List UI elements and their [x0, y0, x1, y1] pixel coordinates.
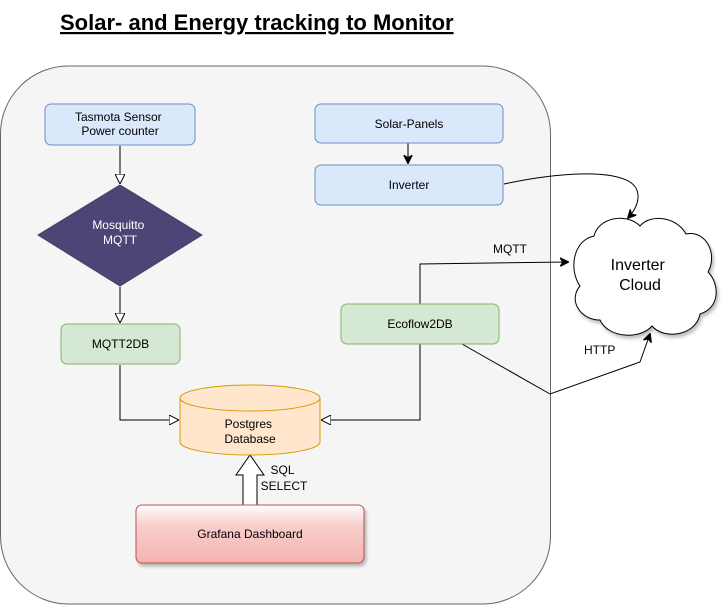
mqtt2db-node[interactable]: MQTT2DB — [60, 323, 181, 365]
edge-inverter-cloud — [503, 173, 639, 218]
svg-text:Inverter: Inverter — [389, 178, 430, 192]
page-title: Solar- and Energy tracking to Monitor — [60, 10, 454, 35]
svg-text:MQTT2DB: MQTT2DB — [92, 337, 149, 351]
edge-ecoflow2db-postgres — [322, 344, 421, 420]
inverter-cloud-node[interactable]: Inverter Cloud — [573, 217, 717, 336]
grafana-dashboard-node[interactable]: Grafana Dashboard — [135, 504, 365, 564]
edge-label-http: HTTP — [584, 343, 615, 357]
mosquitto-mqtt-node[interactable]: Mosquitto MQTT — [37, 184, 203, 287]
svg-text:Solar-Panels: Solar-Panels — [375, 117, 444, 131]
edge-label-sql: SQL SELECT — [261, 463, 308, 493]
edge-ecoflow-cloud-http — [461, 334, 650, 395]
svg-text:Tasmota Sensor Power cou: Tasmota Sensor Power counter — [75, 110, 165, 138]
postgres-database-node[interactable]: Postgres Database — [179, 384, 321, 456]
svg-text:Postgres Database: Postgres Database — [224, 417, 276, 446]
svg-text:Mosquitto MQTT: Mosquitto MQTT — [92, 218, 147, 247]
sql-select-arrow — [235, 454, 265, 506]
cloud-shape — [573, 217, 717, 336]
svg-text:Inverter Cloud: Inverter Cloud — [611, 257, 670, 294]
ecoflow2db-node[interactable]: Ecoflow2DB — [340, 303, 500, 345]
inverter-node[interactable]: Inverter — [314, 164, 504, 206]
edge-mqtt2db-postgres — [119, 365, 178, 420]
svg-text:Ecoflow2DB: Ecoflow2DB — [387, 317, 452, 331]
tasmota-sensor-node[interactable]: Tasmota Sensor Power counter — [44, 103, 196, 146]
edge-ecoflow-cloud-mqtt — [419, 262, 568, 304]
solar-panels-node[interactable]: Solar-Panels — [314, 103, 504, 144]
svg-text:Grafana Dashboard: Grafana Dashboard — [197, 527, 302, 541]
edge-label-mqtt: MQTT — [493, 242, 528, 256]
